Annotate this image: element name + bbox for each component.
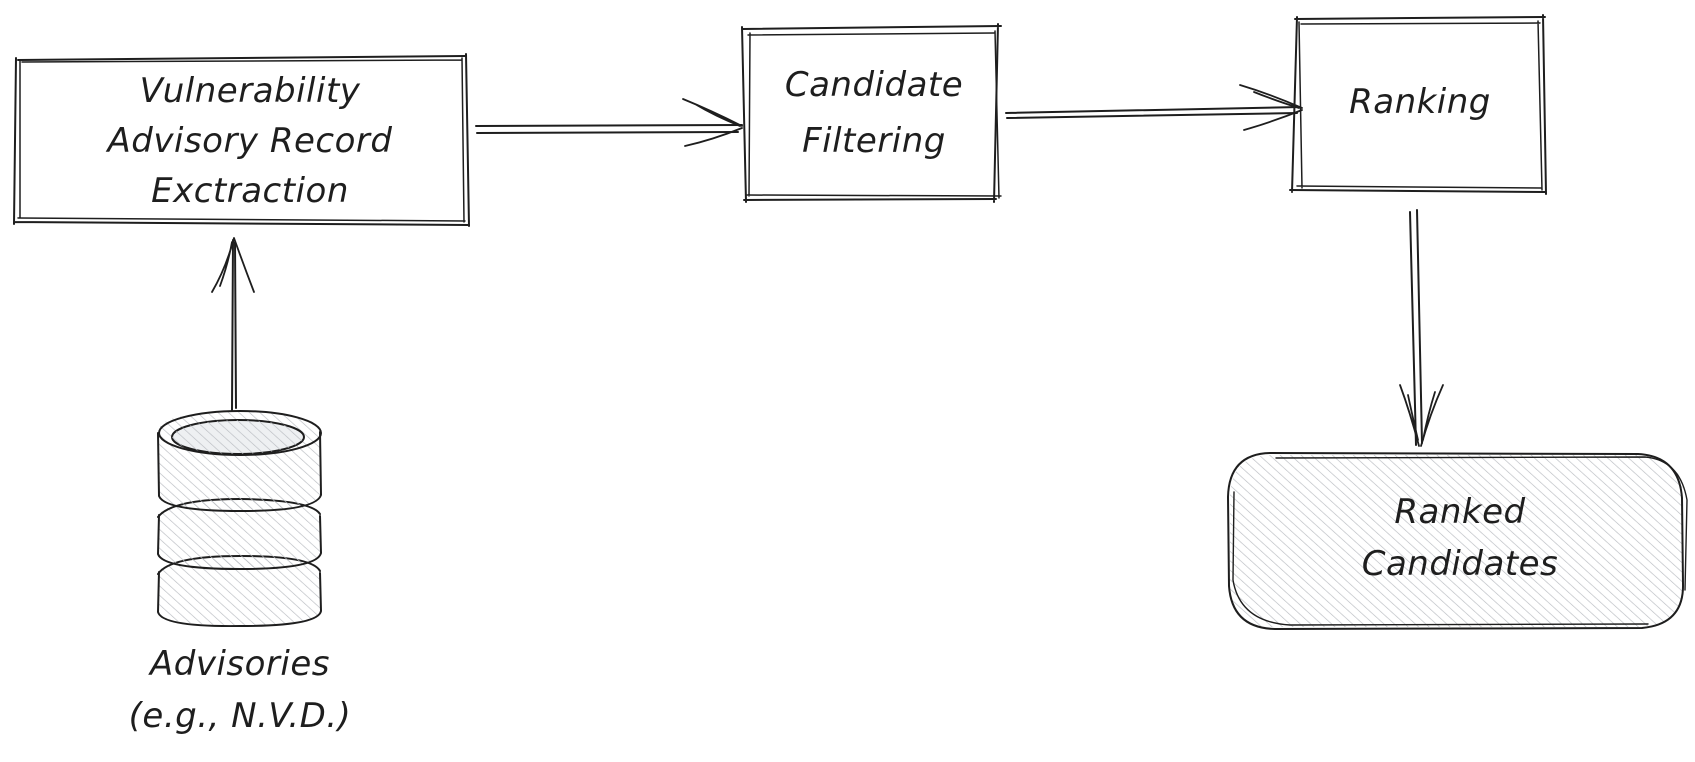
filtering-label-line-1: Candidate	[784, 65, 964, 105]
advisories-label-line-1: Advisories	[150, 644, 330, 684]
extraction-label-line-3: Exctraction	[151, 171, 349, 211]
arrow-ranking-to-ranked-candidates	[1399, 209, 1444, 447]
arrow-extraction-to-filtering	[475, 98, 743, 147]
ranked-candidates-label-line-1: Ranked	[1394, 492, 1526, 532]
ranked-candidates-label-line-2: Candidates	[1361, 544, 1559, 584]
extraction-label: Vulnerability Advisory Record Exctractio…	[40, 66, 460, 216]
advisories-label-line-2: (e.g., N.V.D.)	[128, 696, 352, 736]
ranking-label-line-1: Ranking	[1349, 82, 1491, 122]
arrow-filtering-to-ranking	[1005, 84, 1303, 131]
extraction-box[interactable]	[13, 53, 470, 227]
arrow-advisories-to-extraction	[211, 237, 255, 411]
ranked-candidates-box[interactable]	[1227, 452, 1688, 630]
filtering-label: Candidate Filtering	[752, 57, 996, 169]
filtering-box[interactable]	[741, 23, 1002, 203]
ranked-candidates-label: Ranked Candidates	[1240, 486, 1680, 590]
ranking-label: Ranking	[1300, 76, 1540, 128]
filtering-label-line-2: Filtering	[802, 121, 946, 161]
advisories-label: Advisories (e.g., N.V.D.)	[70, 638, 410, 742]
database-icon	[157, 410, 322, 628]
extraction-label-line-2: Advisory Record	[107, 121, 393, 161]
extraction-label-line-1: Vulnerability	[139, 71, 361, 111]
